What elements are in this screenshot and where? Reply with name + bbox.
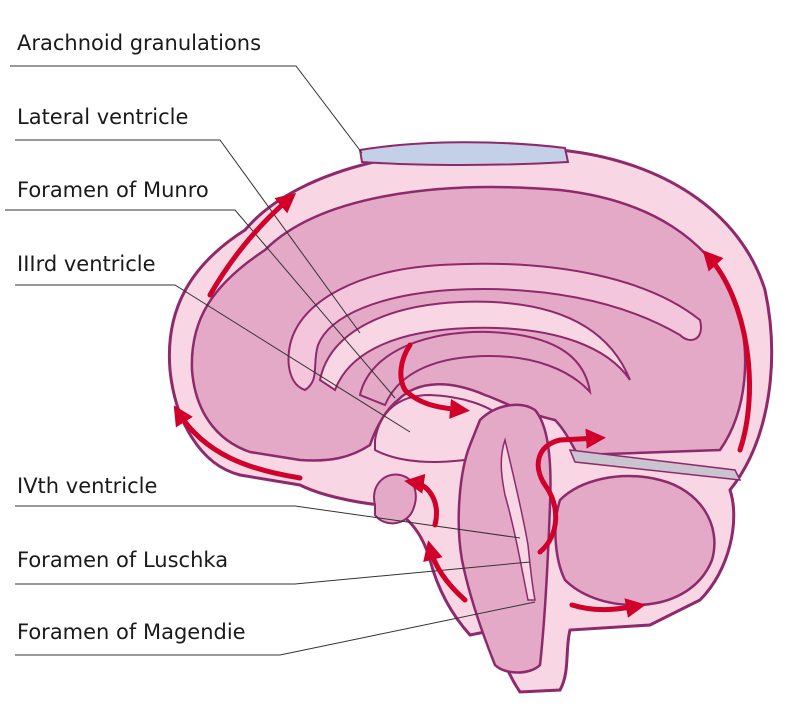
flow-arrow-lower [569,598,646,618]
flow-arrow-cerebellum [535,428,606,555]
label-third-ventricle: IIIrd ventricle [17,252,156,276]
leader-line-luschka [15,561,531,585]
cerebellum [554,474,716,607]
flow-arrow-fourth [404,473,439,528]
label-foramen-of-luschka: Foramen of Luschka [17,548,229,572]
csf-flow-arrows [173,192,752,618]
label-fourth-ventricle: IVth ventricle [17,474,158,498]
label-foramen-of-magendie: Foramen of Magendie [17,620,246,644]
label-lateral-ventricle: Lateral ventricle [17,105,189,129]
brainstem [457,403,552,674]
leader-line-magendie [15,601,536,656]
fourth-ventricle-shape [500,437,536,601]
corpus-callosum [318,300,631,392]
flow-arrow-upper-left [207,192,297,298]
inner-arch [358,330,592,407]
arachnoid-granulation-shape [358,141,570,166]
leader-line-munro [5,209,396,399]
flow-arrow-right [702,250,752,453]
flow-arrow-left [173,405,303,481]
leader-line-fourth [15,505,521,539]
label-arachnoid-granulations: Arachnoid granulations [17,31,262,55]
tentorium [568,449,742,481]
leader-line-lateral [15,139,361,334]
lateral-ventricle-shape [287,262,702,392]
flow-arrow-ventricle [398,342,470,419]
flow-arrow-brainstem-up [423,540,468,603]
label-foramen-of-munro: Foramen of Munro [17,178,209,202]
leader-line-third [15,284,411,433]
leader-line-arachnoid [10,65,363,154]
